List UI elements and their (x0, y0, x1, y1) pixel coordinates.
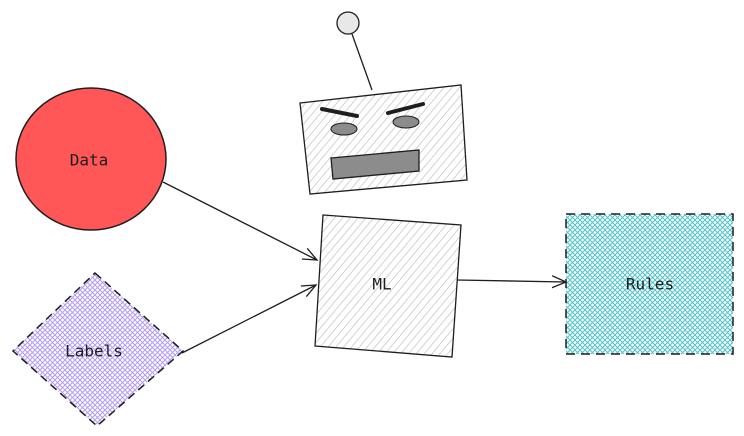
rules-box (565, 213, 734, 355)
robot-right-eyebrow (386, 102, 425, 115)
arrow-labels-to-ml (181, 285, 316, 354)
ml-label: ML (372, 275, 391, 294)
robot-antenna (351, 33, 373, 91)
robot-icon (299, 11, 468, 195)
robot-right-eye (392, 115, 420, 129)
arrow-ml-to-rules (456, 280, 566, 282)
robot-left-eyebrow (320, 107, 359, 118)
robot-head (299, 84, 468, 195)
labels-node: Labels (11, 271, 185, 428)
data-circle (15, 87, 167, 231)
labels-label: Labels (65, 342, 123, 361)
robot-left-eye (330, 122, 358, 136)
rules-node: Rules (565, 213, 734, 355)
ml-node: ML (314, 214, 462, 358)
data-label: Data (70, 151, 109, 170)
labels-diamond (11, 271, 185, 428)
data-node: Data (15, 87, 167, 231)
rules-label: Rules (626, 275, 674, 294)
robot-antenna-ball (336, 11, 360, 35)
arrow-data-to-ml (162, 181, 317, 260)
robot-mouth (330, 149, 420, 180)
ml-box (314, 214, 462, 358)
